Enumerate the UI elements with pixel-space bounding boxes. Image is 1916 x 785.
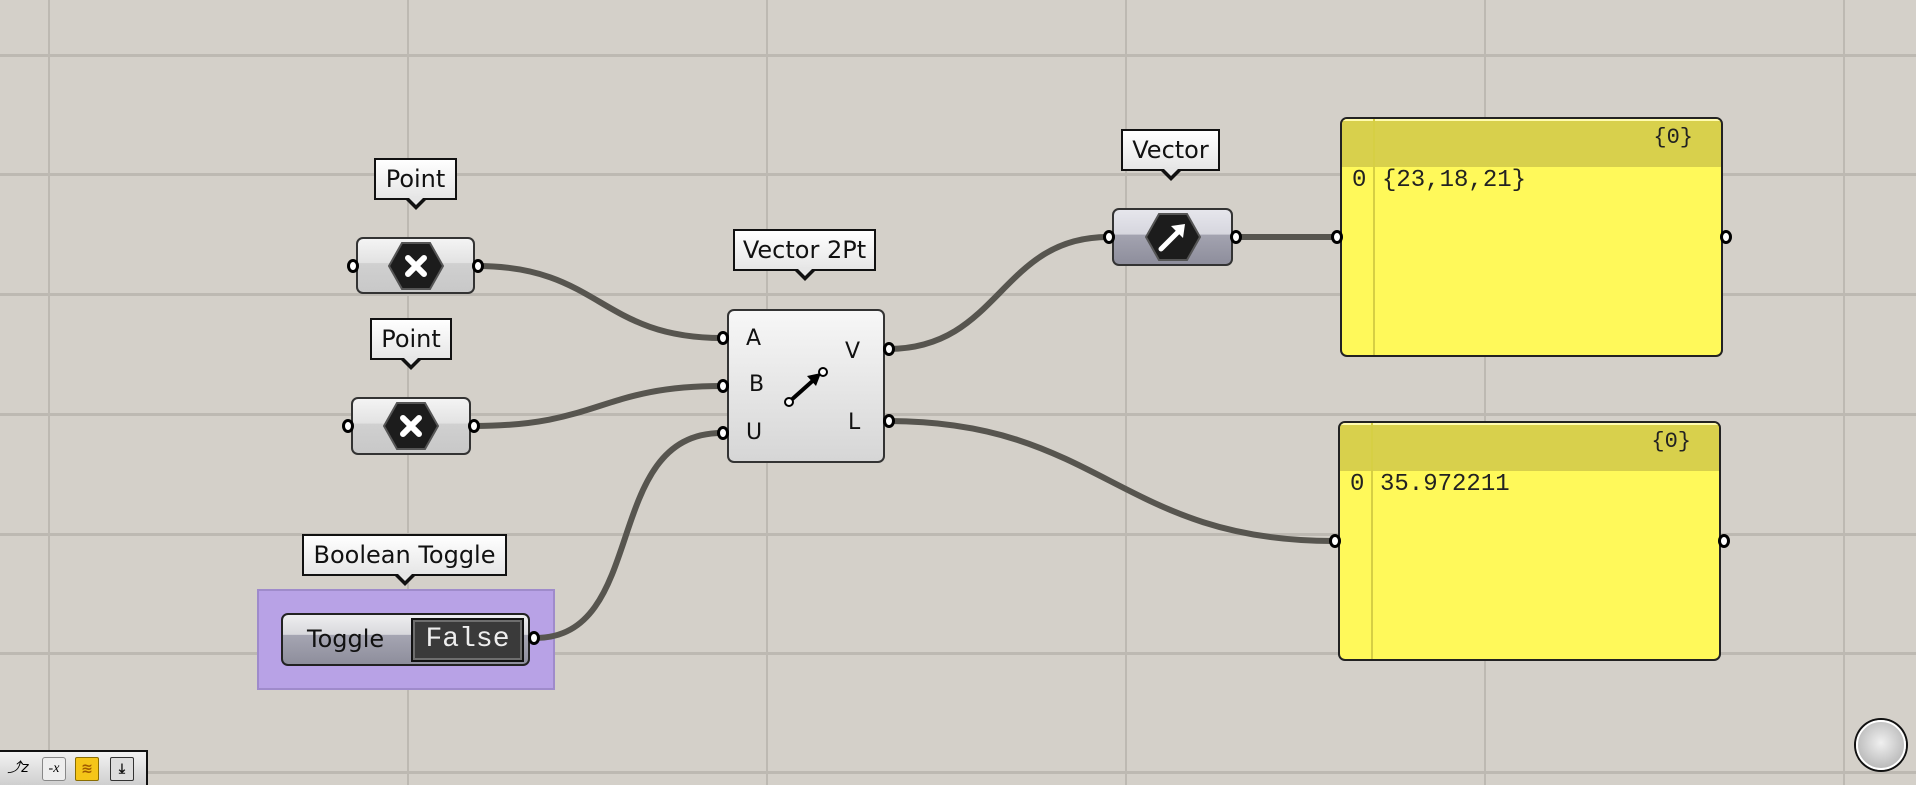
panel-path: {0} [1653, 125, 1693, 150]
panel-gutter [1373, 119, 1375, 355]
panel-header: {0} [1340, 423, 1719, 471]
output-v-label[interactable]: V [845, 339, 861, 364]
point2-input-grip[interactable] [342, 419, 354, 433]
canvas-navigation-widget[interactable] [1856, 720, 1906, 770]
vector-output-grip[interactable] [1230, 230, 1242, 244]
vector-label-tag: Vector [1121, 129, 1220, 181]
output-v-grip[interactable] [883, 342, 895, 356]
row-value: {23,18,21} [1382, 167, 1527, 194]
canvas-toolbar: ⤴z -x ≋ ⤓ [0, 750, 148, 785]
boolean-toggle-label: Boolean Toggle [313, 541, 496, 569]
wire-point2-to-b [471, 383, 725, 429]
output-l-grip[interactable] [883, 414, 895, 428]
panel-vector-input-grip[interactable] [1331, 230, 1343, 244]
grid-line [1843, 0, 1845, 785]
grid-line [1484, 0, 1486, 785]
negate-x-icon[interactable]: -x [42, 757, 66, 781]
input-b-grip[interactable] [717, 379, 729, 393]
vector-input-grip[interactable] [1103, 230, 1115, 244]
input-b-label[interactable]: B [749, 372, 765, 397]
grid-line [0, 533, 1916, 536]
point-param-x-icon [383, 402, 439, 450]
panel-vector-output-grip[interactable] [1720, 230, 1732, 244]
grid-line [1125, 0, 1127, 785]
toggle-value-button[interactable]: False [411, 618, 524, 662]
grid-line [0, 771, 1916, 774]
sketch-wire-icon[interactable]: ≋ [75, 757, 99, 781]
boolean-toggle-label-tag: Boolean Toggle [302, 534, 507, 586]
panel-row: 0 35.972211 [1350, 471, 1510, 498]
grid-line [48, 0, 50, 785]
point1-param[interactable] [356, 237, 475, 294]
vector2pt-label-tag: Vector 2Pt [733, 229, 876, 281]
vector2pt-label: Vector 2Pt [742, 236, 867, 264]
point-param-x-icon [387, 241, 444, 290]
vector2pt-component[interactable]: A B U V L [727, 309, 885, 463]
point2-label-tag: Point [370, 318, 452, 370]
panel-gutter [1371, 423, 1373, 659]
boolean-toggle[interactable]: Toggle False [281, 613, 530, 666]
vector-param[interactable] [1112, 208, 1233, 266]
point2-output-grip[interactable] [468, 419, 480, 433]
panel-vector[interactable]: {0} 0 {23,18,21} [1340, 117, 1723, 357]
grid-line [0, 293, 1916, 296]
input-a-label[interactable]: A [746, 326, 762, 351]
panel-length-output-grip[interactable] [1718, 534, 1730, 548]
panel-length-input-grip[interactable] [1329, 534, 1341, 548]
point1-label-tag: Point [374, 158, 457, 210]
toggle-name: Toggle [307, 625, 385, 653]
input-u-grip[interactable] [717, 426, 729, 440]
vector-label: Vector [1132, 136, 1209, 164]
grid-line [0, 413, 1916, 416]
panel-header: {0} [1342, 119, 1721, 167]
grid-line [0, 652, 1916, 655]
grid-line [0, 54, 1916, 57]
wire-point1-to-a [474, 263, 725, 341]
toggle-output-grip[interactable] [528, 631, 540, 645]
row-value: 35.972211 [1380, 471, 1510, 498]
panel-path: {0} [1651, 429, 1691, 454]
point2-param[interactable] [351, 397, 471, 455]
vector-arrow-icon [1144, 213, 1201, 261]
input-u-label[interactable]: U [746, 420, 763, 445]
output-l-label[interactable]: L [848, 410, 861, 435]
point2-label: Point [381, 325, 441, 353]
grid-line [0, 173, 1916, 176]
point1-input-grip[interactable] [347, 259, 359, 273]
grid-line [407, 0, 409, 785]
wire-l-to-panel [885, 418, 1336, 544]
point1-output-grip[interactable] [472, 259, 484, 273]
bake-download-icon[interactable]: ⤓ [110, 757, 134, 781]
panel-length[interactable]: {0} 0 35.972211 [1338, 421, 1721, 661]
row-index: 0 [1350, 471, 1365, 498]
sort-z-icon[interactable]: ⤴z [7, 760, 29, 776]
input-a-grip[interactable] [717, 331, 729, 345]
panel-row: 0 {23,18,21} [1352, 167, 1526, 194]
row-index: 0 [1352, 167, 1367, 194]
wire-toggle-to-u [532, 430, 725, 641]
point1-label: Point [385, 165, 446, 193]
wire-v-to-vector [885, 234, 1111, 352]
vector-2pt-arrow-icon [784, 367, 828, 407]
